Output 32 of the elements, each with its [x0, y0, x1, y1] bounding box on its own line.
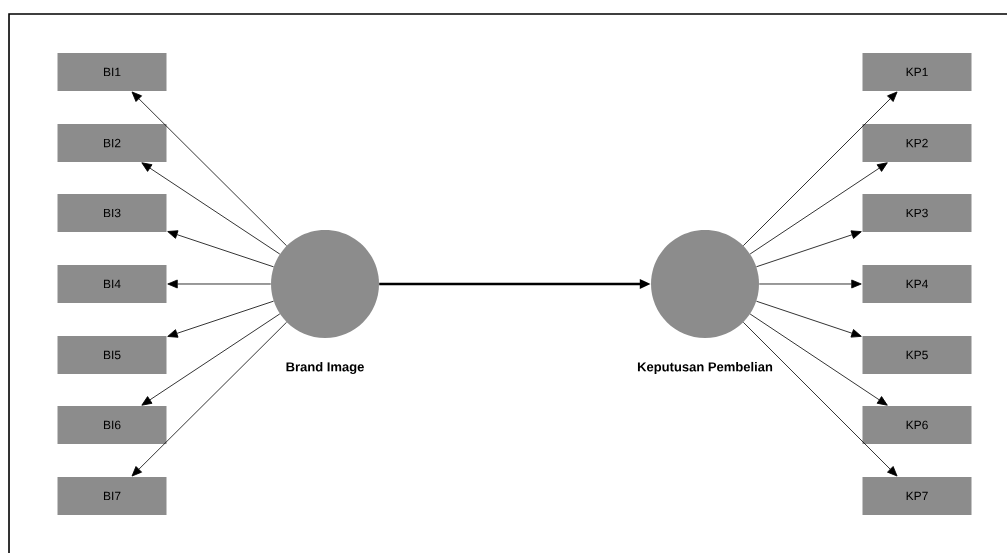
arrow: [167, 300, 274, 338]
arrow: [749, 313, 888, 406]
arrow: [141, 162, 281, 255]
indicator-box: BI1: [57, 53, 167, 91]
indicator-box: KP6: [862, 406, 972, 444]
indicator-box: KP2: [862, 124, 972, 162]
arrow: [167, 230, 274, 268]
arrow: [756, 300, 862, 338]
arrow: [131, 321, 287, 477]
indicator-box: KP5: [862, 336, 972, 374]
arrow: [742, 321, 898, 477]
construct-label: Keputusan Pembelian: [637, 361, 773, 375]
construct-label: Brand Image: [286, 361, 364, 375]
indicator-box: BI6: [57, 406, 167, 444]
construct-circle: [271, 230, 379, 338]
arrow: [131, 91, 287, 247]
indicator-box: KP1: [862, 53, 972, 91]
arrow: [167, 279, 272, 289]
indicator-box: KP4: [862, 265, 972, 303]
arrow: [742, 91, 898, 247]
indicator-box: KP7: [862, 477, 972, 515]
indicator-box: BI5: [57, 336, 167, 374]
indicator-box: BI7: [57, 477, 167, 515]
arrow: [141, 313, 281, 406]
indicator-box: BI4: [57, 265, 167, 303]
arrow: [758, 279, 862, 289]
indicator-box: KP3: [862, 194, 972, 232]
arrow: [756, 230, 862, 268]
indicator-box: BI3: [57, 194, 167, 232]
construct-circle: [651, 230, 759, 338]
indicator-box: BI2: [57, 124, 167, 162]
arrow: [749, 162, 888, 255]
